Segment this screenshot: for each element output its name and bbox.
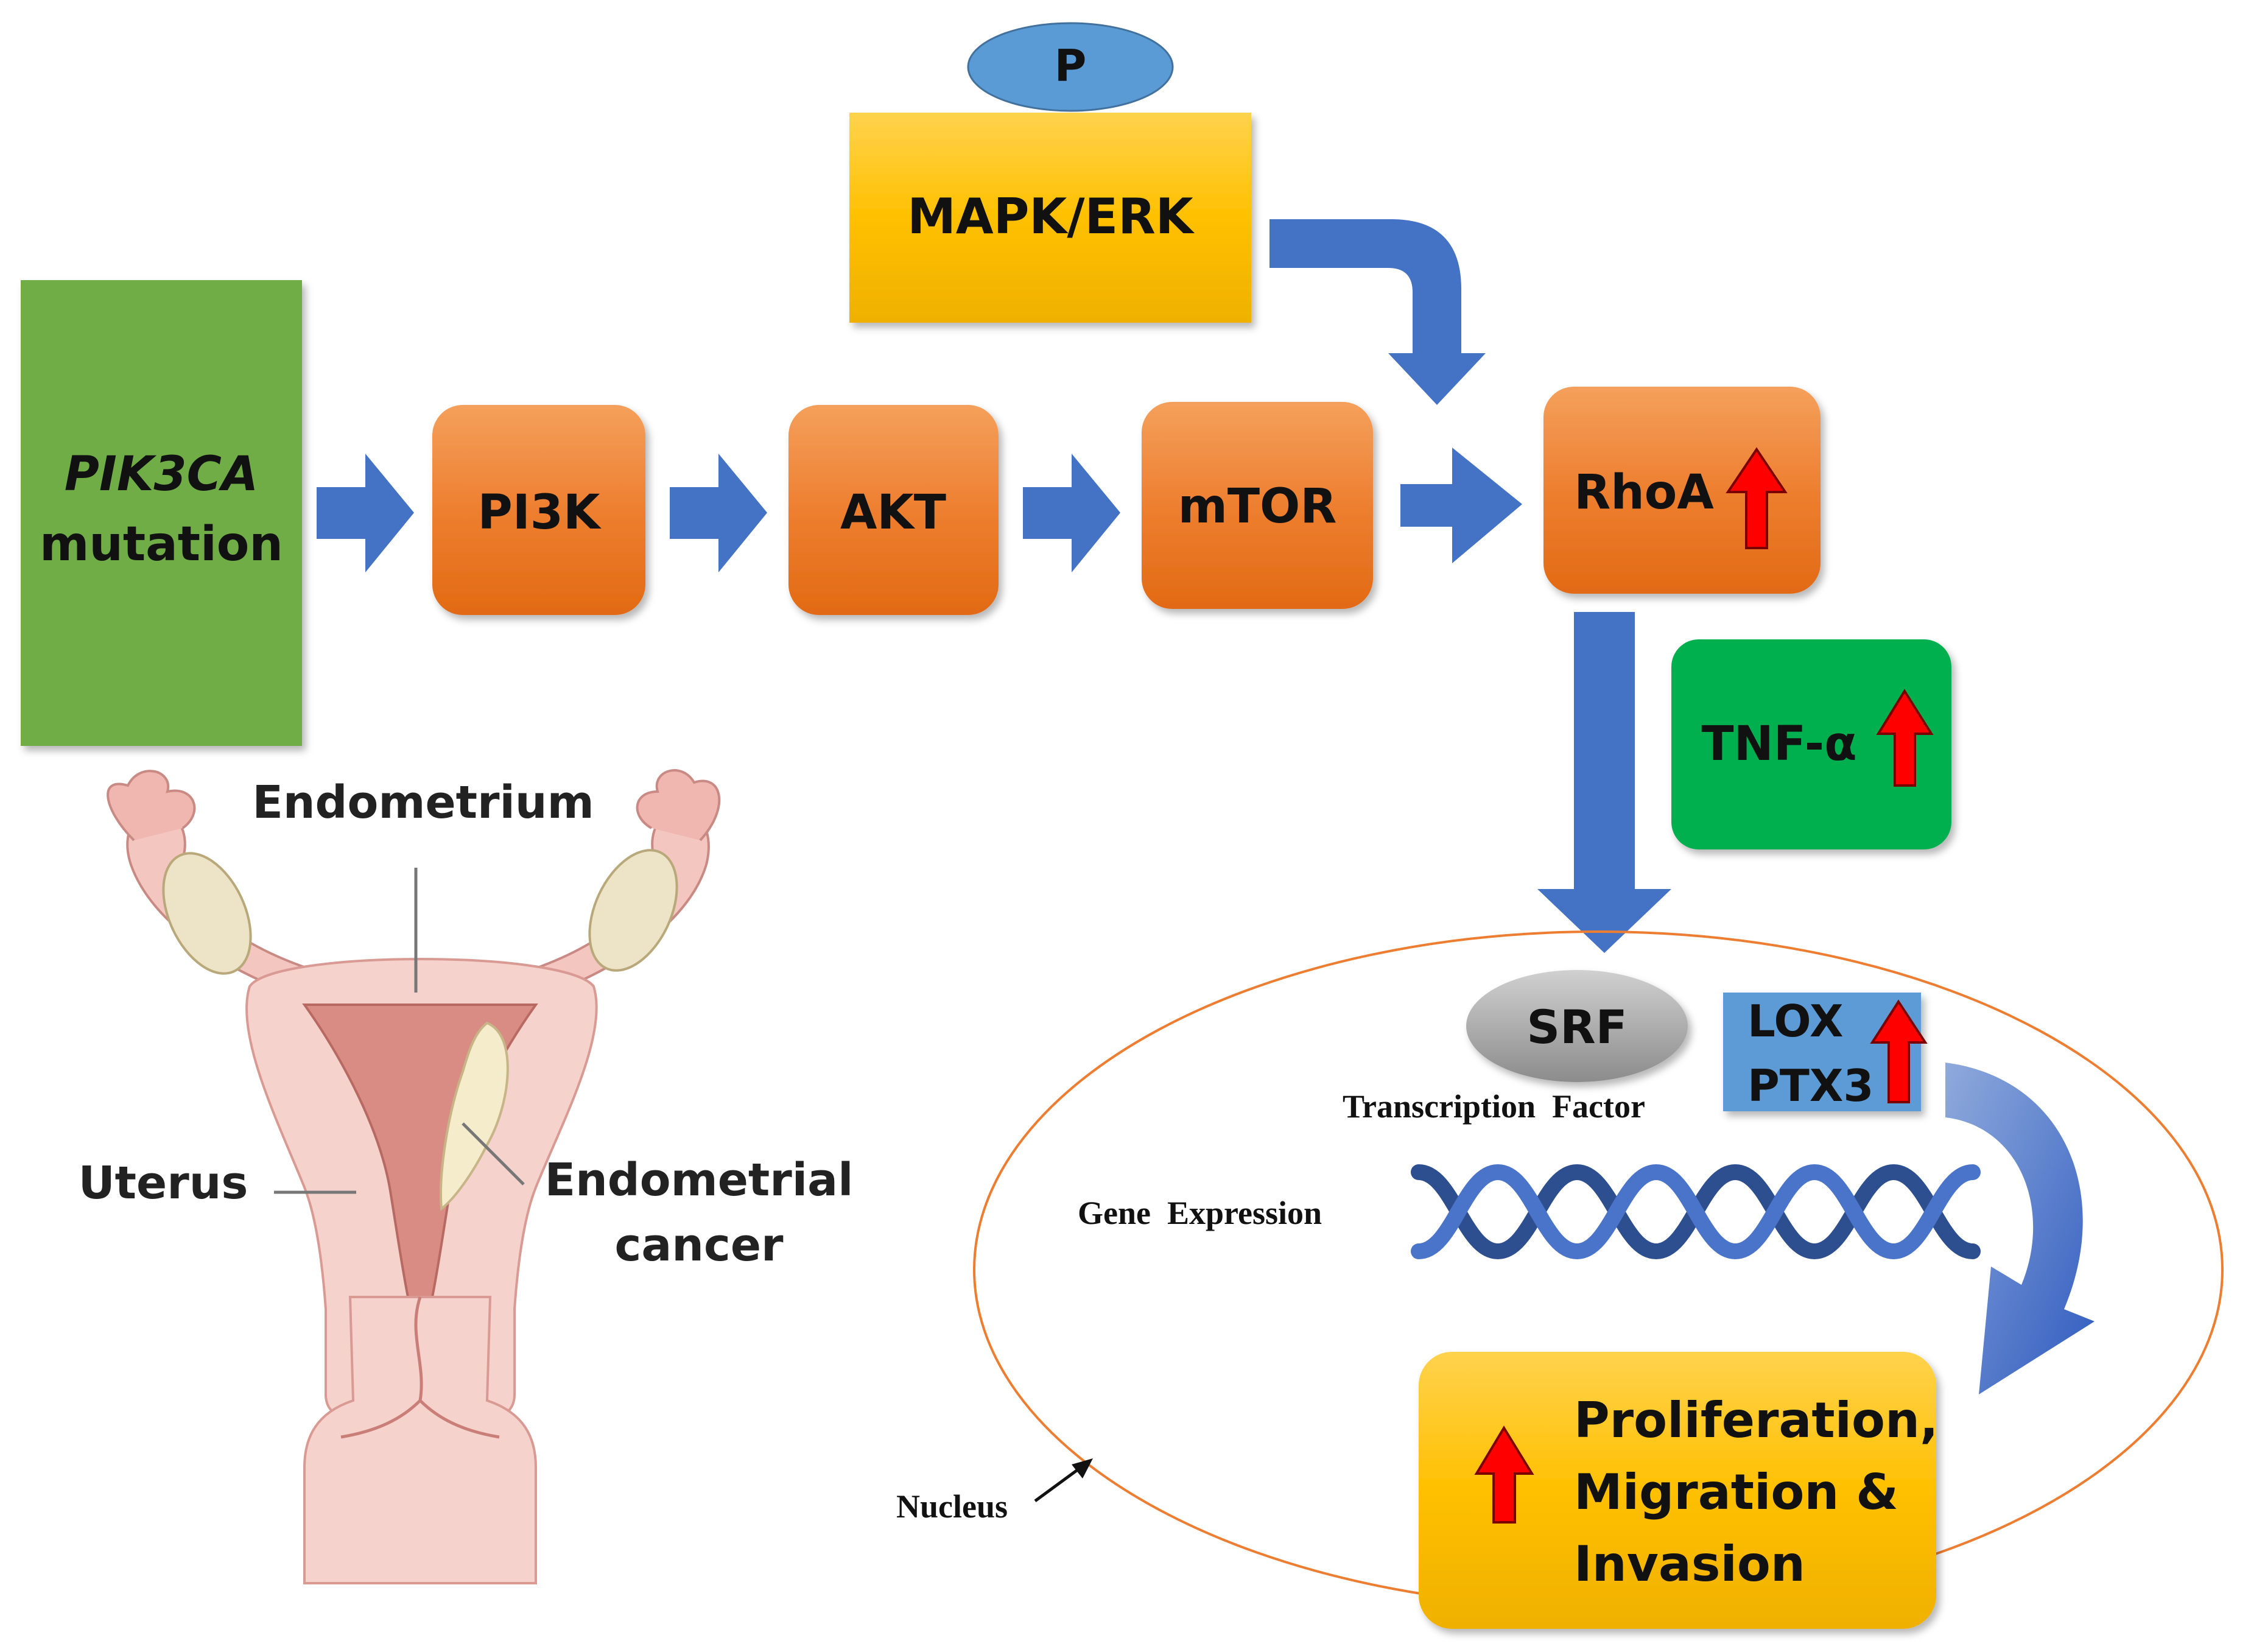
- srf-label: SRF: [1526, 1000, 1627, 1054]
- endometrium-label: Endometrium: [252, 776, 594, 829]
- akt-box: AKT: [788, 405, 999, 615]
- right-fimbriae: [636, 769, 721, 842]
- pi3k-label: PI3K: [478, 485, 602, 540]
- mapk-erk-box: MAPK/ERK: [849, 113, 1251, 323]
- rhoa-up-arrow-icon: [1726, 447, 1788, 549]
- ptx3-label: PTX3: [1747, 1060, 1874, 1111]
- phospho-ellipse: P: [967, 22, 1174, 112]
- arrow-lox-to-outcome: [1945, 1063, 2095, 1394]
- srf-ellipse: SRF: [1466, 970, 1688, 1082]
- rhoa-box: RhoA: [1543, 387, 1821, 594]
- left-fimbriae: [107, 770, 196, 842]
- gene-expression-label: Gene Expression: [1078, 1195, 1322, 1231]
- arrow-mutation-to-pi3k: [317, 454, 414, 572]
- mtor-label: mTOR: [1178, 479, 1337, 534]
- lox-ptx3-box: LOX PTX3: [1723, 993, 1928, 1111]
- akt-label: AKT: [840, 485, 946, 540]
- arrow-mtor-to-rhoa: [1400, 448, 1522, 563]
- endometrial-label: Endometrial: [545, 1154, 854, 1206]
- mutation-label: mutation: [40, 517, 283, 572]
- tnf-up-arrow-icon: [1876, 689, 1934, 787]
- dna-helix-icon: [1411, 1164, 1981, 1260]
- phospho-label: P: [1055, 40, 1087, 91]
- lox-up-arrow-icon: [1870, 999, 1928, 1103]
- outcome-line-2: Migration &: [1574, 1464, 1898, 1520]
- arrow-rhoa-to-srf: [1537, 612, 1671, 953]
- rhoa-label: RhoA: [1574, 465, 1714, 520]
- right-ovary: [588, 849, 678, 972]
- nucleus-pointer-arrow: [1034, 1458, 1093, 1503]
- arrow-akt-to-mtor: [1023, 454, 1120, 572]
- outcome-line-1: Proliferation,: [1574, 1392, 1938, 1449]
- cancer-label: cancer: [614, 1219, 784, 1271]
- outcome-line-3: Invasion: [1574, 1536, 1805, 1592]
- mtor-box: mTOR: [1142, 402, 1373, 609]
- uterus-label: Uterus: [79, 1157, 248, 1209]
- pi3k-box: PI3K: [432, 405, 645, 615]
- cervix-vagina: [303, 1296, 537, 1584]
- arrow-pi3k-to-akt: [670, 454, 767, 572]
- nucleus-label: Nucleus: [896, 1488, 1008, 1525]
- tnf-alpha-box: TNF-α: [1671, 639, 1951, 849]
- mapk-erk-label: MAPK/ERK: [907, 188, 1195, 245]
- left-ovary: [162, 852, 252, 975]
- pik3ca-gene-label: PIK3CA: [65, 447, 259, 502]
- cancer-leader-line: [462, 1122, 525, 1186]
- uterus-illustration: [107, 769, 721, 1584]
- tnf-alpha-label: TNF-α: [1701, 717, 1856, 772]
- outcome-up-arrow-icon: [1474, 1425, 1534, 1524]
- endometrial-cancer-mass: [440, 1021, 509, 1211]
- outcome-box: Proliferation, Migration & Invasion: [1419, 1352, 1938, 1629]
- transcription-factor-label: Transcription Factor: [1343, 1088, 1645, 1125]
- pik3ca-mutation-box: PIK3CA mutation: [21, 280, 302, 746]
- lox-label: LOX: [1747, 996, 1843, 1047]
- arrow-mapk-to-rhoa: [1269, 219, 1486, 405]
